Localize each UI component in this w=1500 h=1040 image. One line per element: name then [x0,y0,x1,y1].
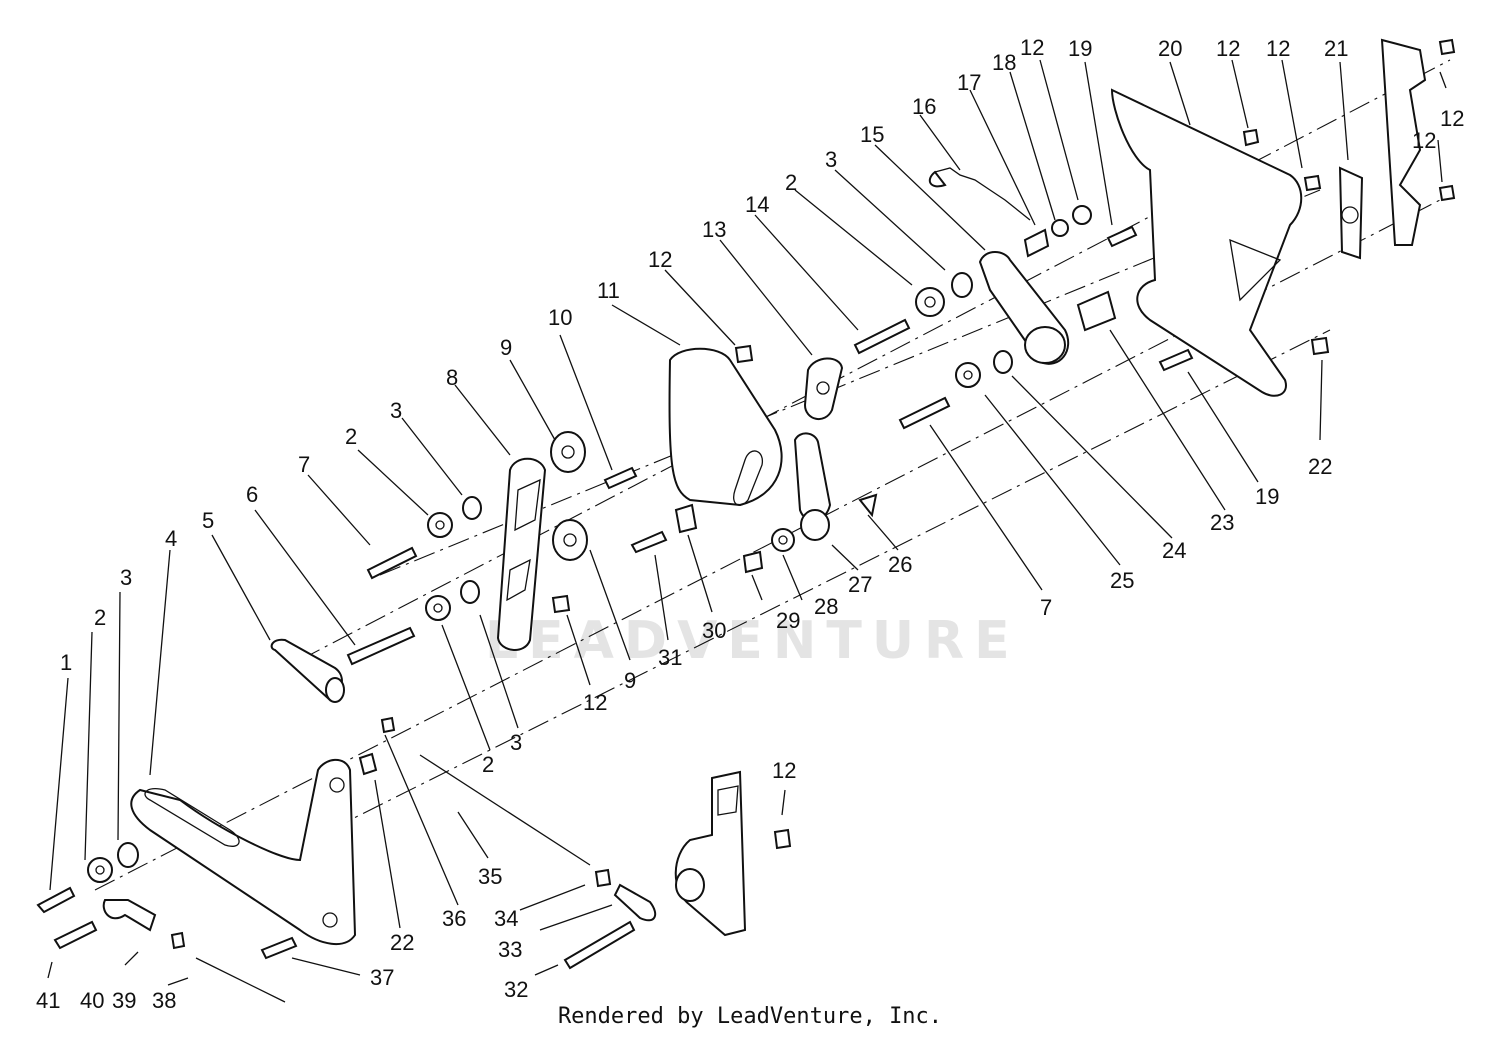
callouts: 1 2 3 4 5 6 7 2 3 8 9 10 11 12 13 14 2 3… [36,35,1464,1013]
callout-12b: 12 [1020,35,1044,60]
linkage-plates [496,251,1070,651]
callout-24: 24 [1162,538,1186,563]
callout-3b: 3 [390,398,402,423]
callout-40: 40 [80,988,104,1013]
callout-2b: 2 [345,424,357,449]
callout-12a: 12 [648,247,672,272]
callout-10: 10 [548,305,572,330]
callout-16: 16 [912,94,936,119]
control-bracket [674,770,747,937]
callout-23: 23 [1210,510,1234,535]
callout-38: 38 [152,988,176,1013]
small-hardware [170,38,1456,950]
callout-12h: 12 [772,758,796,783]
callout-35: 35 [478,864,502,889]
callout-31: 31 [658,645,682,670]
callout-5: 5 [202,508,214,533]
part-5-pivot-tube [270,638,345,703]
part-8-link [496,457,547,651]
callout-32: 32 [504,977,528,1002]
callout-11: 11 [597,278,620,303]
callout-22b: 22 [390,930,414,955]
callout-12f: 12 [1412,128,1436,153]
part-11-plate [668,347,783,507]
callout-19b: 19 [1255,484,1279,509]
callout-4: 4 [165,526,177,551]
callout-2: 2 [94,605,106,630]
callout-1: 1 [60,650,72,675]
callout-14: 14 [745,192,769,217]
callout-29: 29 [776,608,800,633]
callout-13: 13 [702,217,726,242]
callout-12c: 12 [1216,36,1240,61]
callout-19a: 19 [1068,36,1092,61]
part-4-lever-plate [130,758,357,946]
bolts [36,225,1194,970]
callout-30: 30 [702,618,726,643]
leader-lines [47,59,1447,986]
part-right-bracket [1380,38,1427,246]
callout-21: 21 [1324,36,1348,61]
callout-37: 37 [370,965,394,990]
callout-3c: 3 [825,147,837,172]
washers-spacers [87,205,1092,883]
callout-7b: 7 [1040,595,1052,620]
part-23-bushing [1076,290,1117,332]
callout-6: 6 [246,482,258,507]
render-credit-footer: Rendered by LeadVenture, Inc. [557,1004,943,1029]
part-33-rod-end [613,883,657,922]
callout-27: 27 [848,572,872,597]
callout-7: 7 [298,452,310,477]
callout-28: 28 [814,594,838,619]
callout-9b: 9 [624,668,636,693]
callout-2d: 2 [482,752,494,777]
callout-18: 18 [992,50,1016,75]
callout-12d: 12 [1266,36,1290,61]
part-20-frame [1110,88,1303,397]
callout-9: 9 [500,335,512,360]
rods [102,754,657,1003]
callout-41: 41 [36,988,60,1013]
callout-20: 20 [1158,36,1182,61]
watermark-text: LEADVENTURE [485,611,1020,671]
callout-26: 26 [888,552,912,577]
callout-3d: 3 [510,730,522,755]
part-21-bracket [1338,166,1364,260]
callout-12g: 12 [583,690,607,715]
callout-12e: 12 [1440,106,1464,131]
callout-22a: 22 [1308,454,1332,479]
callout-3: 3 [120,565,132,590]
callout-33: 33 [498,937,522,962]
part-16-spring [934,167,1031,221]
callout-2c: 2 [785,170,797,195]
callout-39: 39 [112,988,136,1013]
callout-15: 15 [860,122,884,147]
frame-plates [1110,38,1427,397]
part-13-block [803,357,844,420]
callout-36: 36 [442,906,466,931]
callout-25: 25 [1110,568,1134,593]
part-40-rod-end [102,899,157,932]
callout-34: 34 [494,906,518,931]
callout-17: 17 [957,70,981,95]
callout-8: 8 [446,365,458,390]
part-27-arm [793,432,832,522]
